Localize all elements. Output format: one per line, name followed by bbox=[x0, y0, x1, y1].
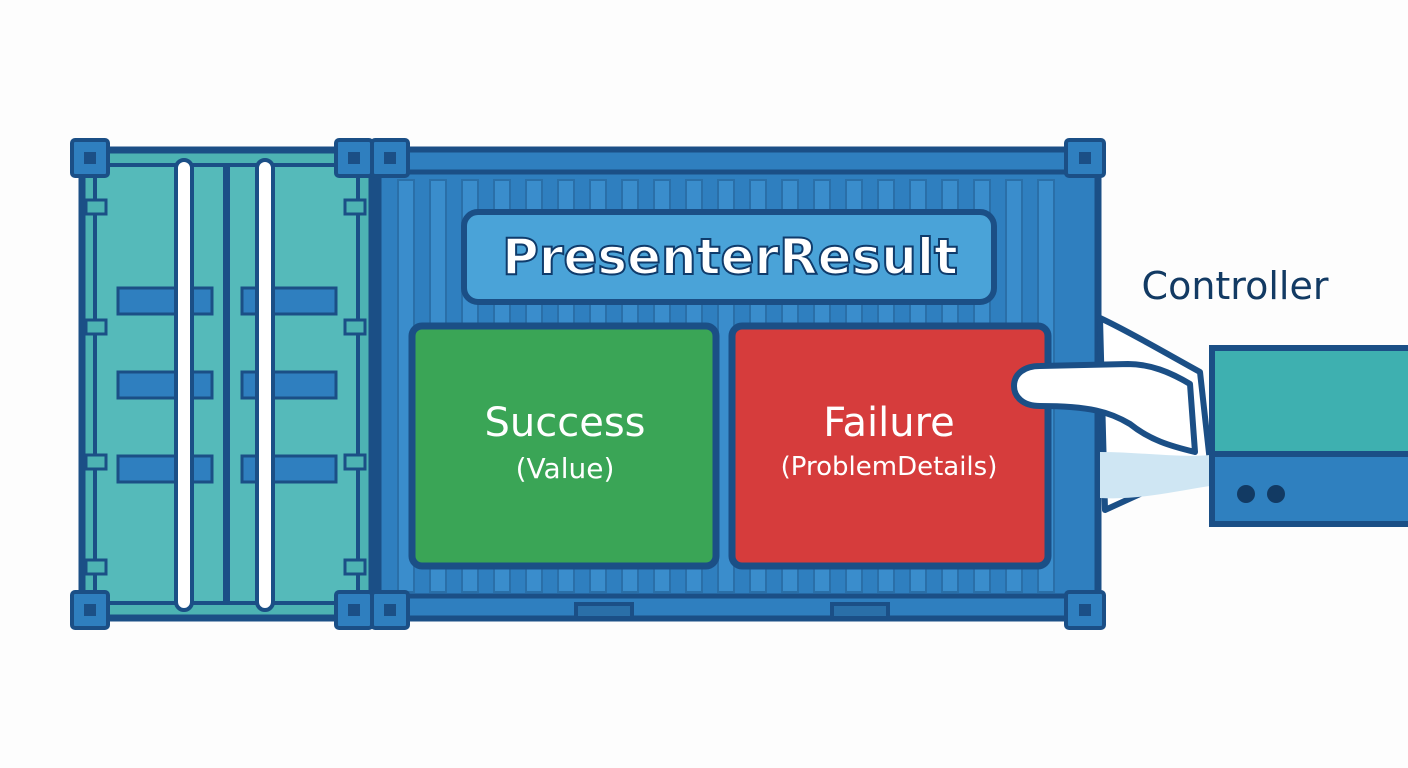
hand-icon bbox=[1011, 315, 1213, 513]
controller-label: Controller bbox=[1141, 264, 1329, 308]
failure-detail: (ProblemDetails) bbox=[780, 452, 998, 482]
success-detail: (Value) bbox=[515, 452, 615, 485]
failure-label: Failure bbox=[823, 400, 955, 446]
failure-box bbox=[728, 322, 1052, 570]
diagram-title: PresenterResult bbox=[501, 227, 959, 287]
success-label: Success bbox=[484, 400, 646, 446]
success-box bbox=[408, 322, 720, 570]
title-panel bbox=[461, 209, 997, 305]
container-doors bbox=[70, 138, 376, 630]
sleeve-icon bbox=[1209, 345, 1408, 527]
